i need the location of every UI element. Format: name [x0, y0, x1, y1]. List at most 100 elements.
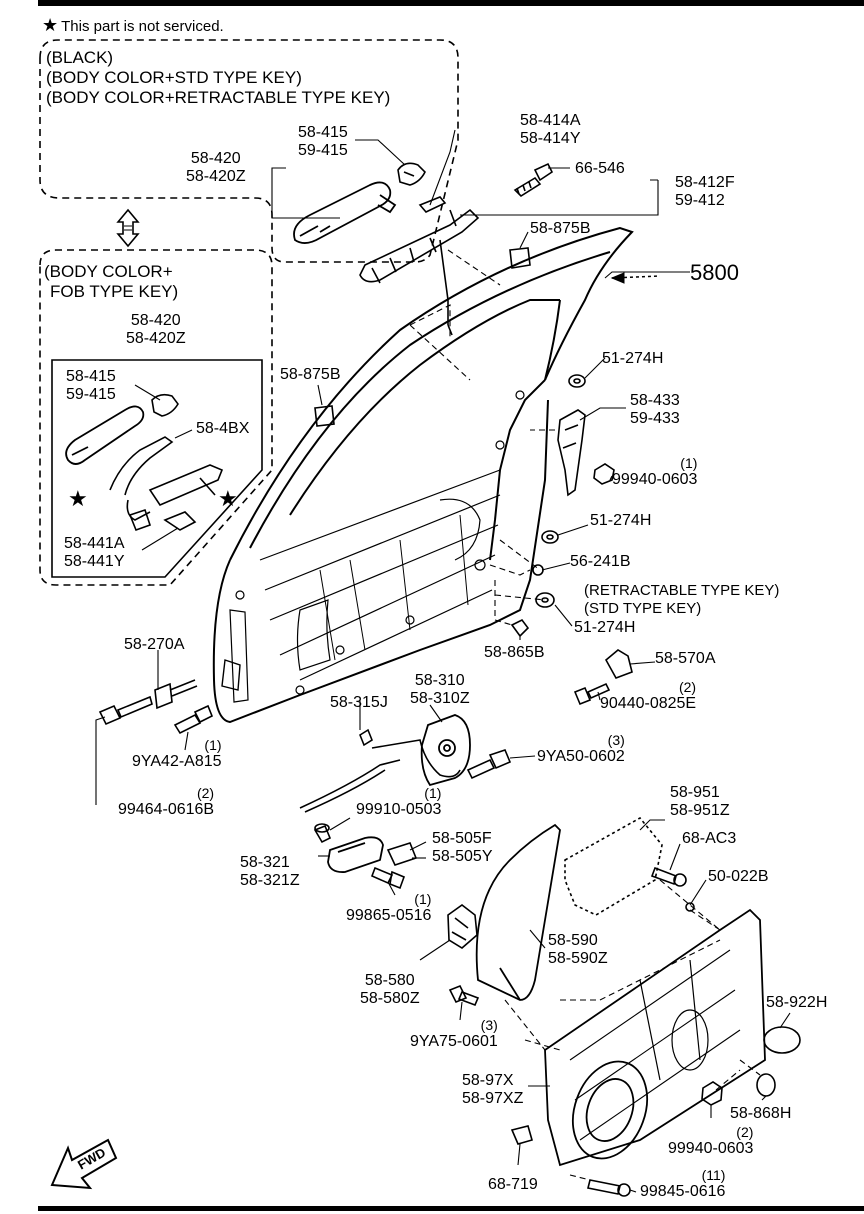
part-number: 50-022B	[708, 868, 769, 885]
label-99940-2: (2) 99940-0603	[668, 1125, 753, 1158]
part-number: 58-415	[66, 368, 116, 385]
fob-box-title: (BODY COLOR+ FOB TYPE KEY)	[44, 262, 178, 302]
shield-58-951	[564, 816, 663, 916]
label-58-270a: 58-270A	[124, 636, 185, 654]
part-number: 58-951Z	[670, 802, 730, 819]
key-type-note: (RETRACTABLE TYPE KEY) (STD TYPE KEY)	[584, 582, 779, 618]
star-icon: ★	[68, 486, 88, 511]
quantity: (11)	[701, 1167, 726, 1183]
part-number: 58-868H	[730, 1105, 792, 1122]
part-number: 68-719	[488, 1176, 538, 1193]
part-number: 58-321Z	[240, 872, 300, 889]
group-line: (BODY COLOR+RETRACTABLE TYPE KEY)	[46, 88, 391, 107]
part-number: 58-590	[548, 932, 598, 949]
star-icon: ★	[218, 486, 238, 511]
part-number: 58-441A	[64, 535, 125, 552]
part-number: 90440-0825E	[600, 695, 697, 712]
clip-58-570a	[604, 649, 633, 679]
part-number: 51-274H	[590, 512, 652, 529]
label-58-580: 58-580 58-580Z	[360, 972, 420, 1008]
label-51-274h-1: 51-274H	[602, 350, 663, 368]
clip-50-022b	[685, 902, 695, 912]
part-number: 58-922H	[766, 994, 828, 1011]
part-number: 58-420Z	[126, 330, 186, 347]
group-line: (STD TYPE KEY)	[584, 600, 702, 617]
part-number: 58-505Y	[432, 848, 493, 865]
bolt-99845	[587, 1179, 631, 1197]
part-number: 59-433	[630, 410, 680, 427]
quantity: (1)	[680, 455, 698, 471]
outer-handle-top	[293, 181, 397, 244]
part-number: 58-875B	[530, 220, 591, 237]
label-58-433: 58-433 59-433	[630, 392, 680, 428]
bottom-border	[38, 1206, 864, 1211]
part-number: 51-274H	[574, 619, 636, 636]
nut-99940-2	[701, 1081, 723, 1106]
screw-68-ac3	[650, 866, 687, 887]
part-number: 58-580Z	[360, 990, 420, 1007]
top-box-title: (BLACK) (BODY COLOR+STD TYPE KEY) (BODY …	[46, 48, 390, 108]
label-50-022b: 50-022B	[708, 868, 769, 886]
grommet-51-274h-1	[568, 374, 586, 388]
part-number: 58-951	[670, 784, 720, 801]
cap-58-865b	[510, 618, 530, 638]
part-number: 59-412	[675, 192, 725, 209]
handle-frame-fob	[109, 436, 224, 521]
part-number: 9YA42-A815	[132, 753, 222, 770]
label-58-310: 58-310 58-310Z	[410, 672, 470, 708]
alignment-lines	[409, 249, 761, 1181]
part-number: 58-414A	[520, 112, 581, 129]
bracket-58-441	[128, 508, 197, 532]
label-58-922h: 58-922H	[766, 994, 827, 1012]
quantity: (3)	[480, 1017, 498, 1033]
label-99845: (11) 99845-0616	[640, 1168, 725, 1201]
window-glass-58-590	[475, 823, 561, 1001]
label-58-4bx: 58-4BX	[196, 420, 249, 438]
top-variant-box	[39, 39, 459, 263]
grommet-51-274h-2	[541, 530, 559, 544]
fob-inner-box	[51, 359, 263, 578]
fwd-arrow-icon	[50, 1138, 118, 1190]
hinge-piece	[221, 659, 241, 691]
nut-99940-1	[593, 463, 615, 485]
key-cylinder-bracket	[418, 196, 447, 213]
label-58-875b-mid: 58-875B	[280, 366, 341, 384]
label-58-875b-top: 58-875B	[530, 220, 591, 238]
part-number: 99940-0603	[612, 471, 698, 488]
label-68-719: 68-719	[488, 1176, 538, 1194]
handle-cap-top	[397, 162, 426, 186]
part-number: 58-441Y	[64, 553, 125, 570]
label-58-315j: 58-315J	[330, 694, 388, 712]
note-text: This part is not serviced.	[61, 18, 224, 35]
part-number: 58-865B	[484, 644, 545, 661]
label-56-241b: 56-241B	[570, 553, 631, 571]
part-number: 58-415	[298, 124, 348, 141]
ref-5800: 5800	[664, 262, 739, 285]
part-number: 99464-0616B	[118, 801, 215, 818]
not-serviced-note: ★This part is not serviced.	[42, 15, 224, 36]
pad-58-875b-mid	[314, 405, 335, 427]
label-58-321: 58-321 58-321Z	[240, 854, 300, 890]
group-line: (BLACK)	[46, 48, 114, 67]
part-number: 58-570A	[655, 650, 716, 667]
part-number: 58-875B	[280, 366, 341, 383]
part-number: 68-AC3	[682, 830, 737, 847]
check-link-58-270a	[154, 679, 198, 710]
part-number: 58-310	[414, 672, 465, 689]
part-number: 59-415	[298, 142, 348, 159]
striker-58-433	[557, 409, 586, 497]
clip-99910	[313, 823, 332, 844]
part-number: 56-241B	[570, 553, 631, 570]
bolt-9ya50	[466, 749, 512, 780]
outer-handle-fob	[65, 405, 145, 465]
quantity: (3)	[607, 732, 625, 748]
label-58-415-top: 58-415 59-415	[298, 124, 348, 160]
part-number: 58-270A	[124, 636, 185, 653]
part-number: 9YA50-0602	[537, 748, 625, 765]
quantity: (2)	[678, 679, 697, 695]
label-68-ac3: 68-AC3	[682, 830, 736, 848]
screw-99865	[370, 866, 406, 890]
part-number: 59-415	[66, 386, 116, 403]
screw-66-546	[513, 162, 554, 198]
